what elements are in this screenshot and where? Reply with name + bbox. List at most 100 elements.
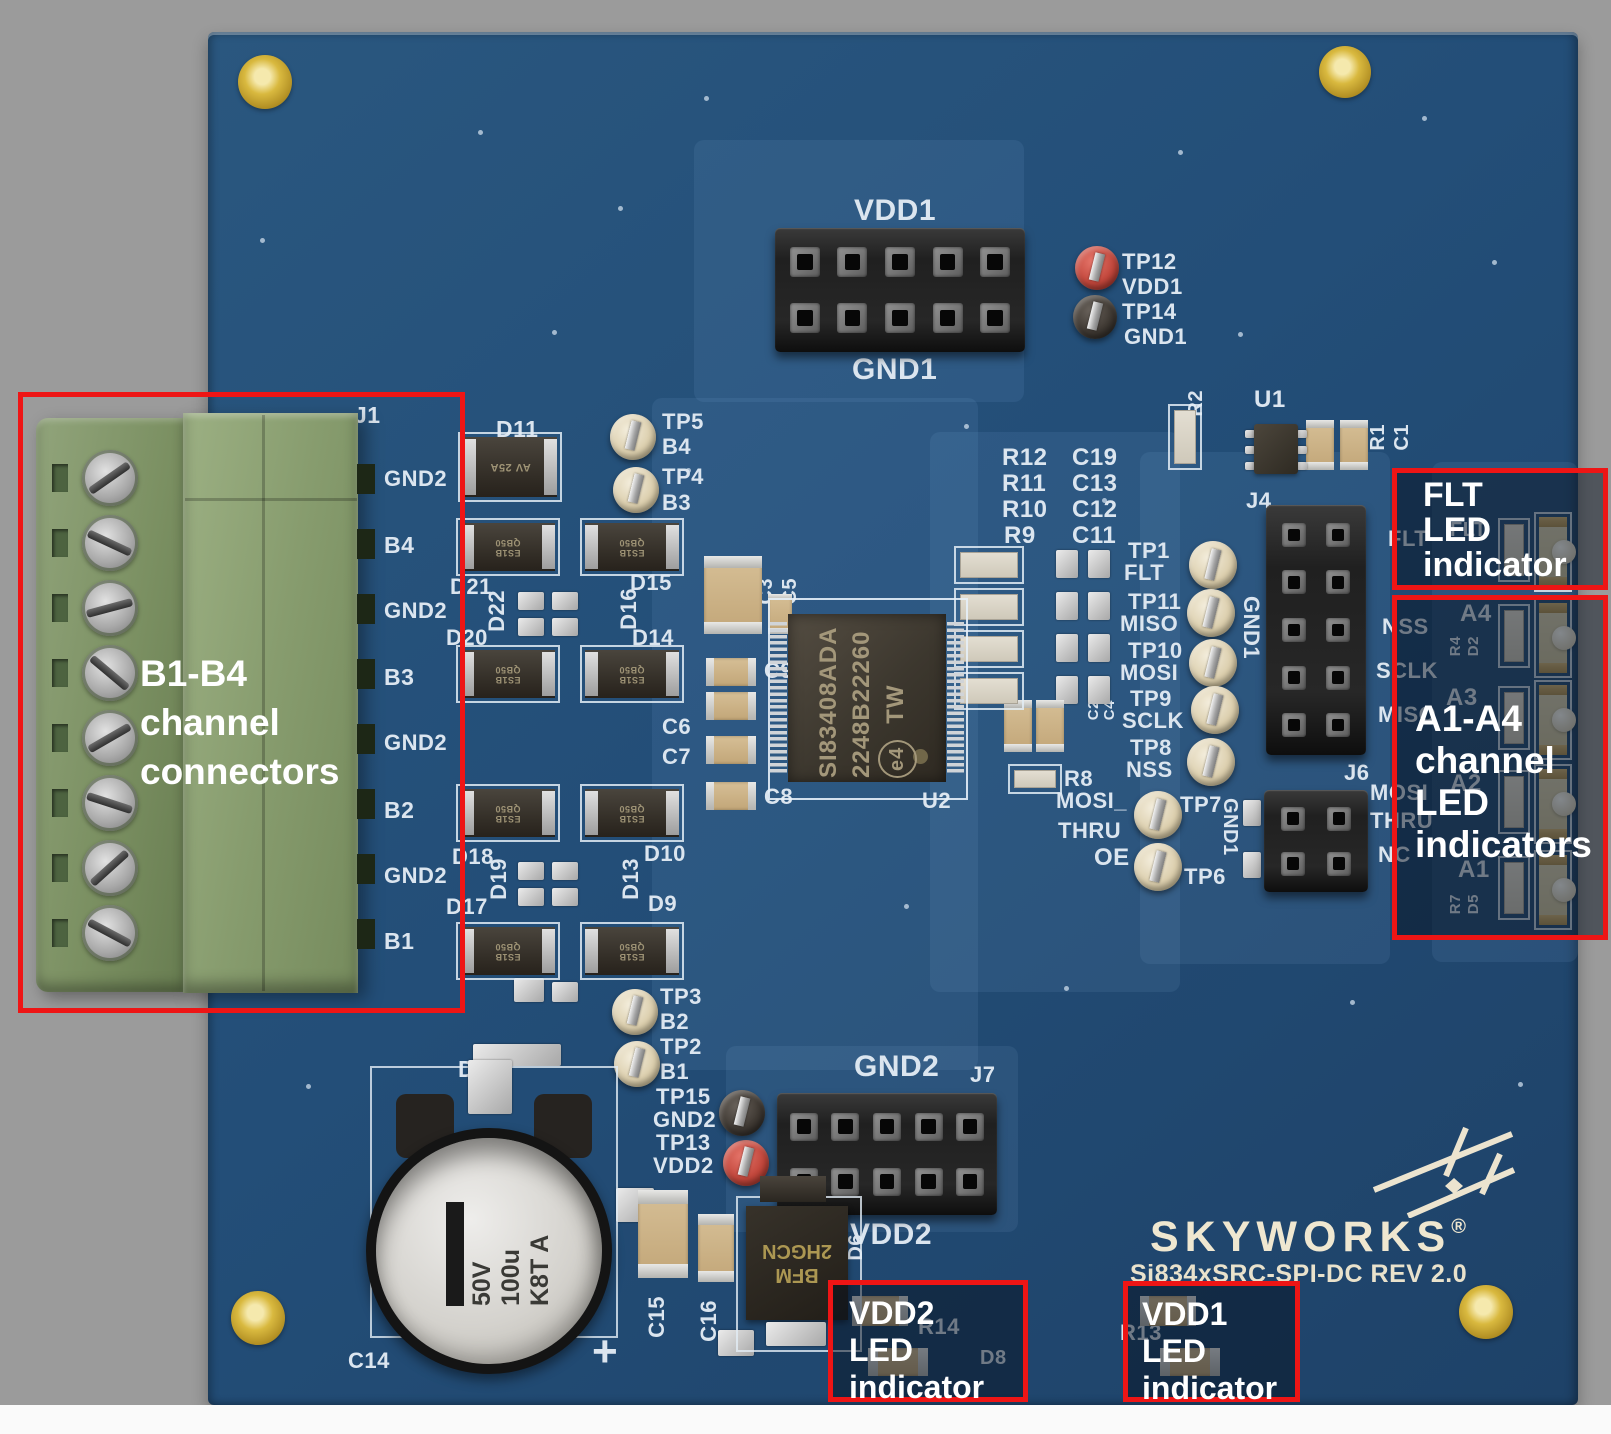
- silkscreen-label: B1: [660, 1059, 690, 1084]
- u1-lead: [1245, 446, 1255, 454]
- via: [1178, 150, 1183, 155]
- header-socket: [837, 247, 868, 277]
- resistor-body: [1174, 410, 1196, 464]
- silkscreen-label: R8: [1064, 766, 1094, 791]
- test-point-pin: [733, 1096, 751, 1128]
- header-socket: [1327, 851, 1351, 876]
- header-socket-opening: [838, 1119, 853, 1134]
- silkscreen-label: C11: [1072, 522, 1117, 549]
- header-socket-opening: [939, 310, 956, 326]
- silkscreen-label: D20: [446, 625, 488, 650]
- u1-ic-body: [1254, 424, 1298, 474]
- diode-marking: ES1B QB50: [619, 804, 645, 824]
- solder-pad: [1088, 634, 1110, 662]
- terminal-screw: [82, 840, 138, 896]
- diode-marking: ES1B QB50: [495, 942, 521, 962]
- c14-can-top: [376, 1138, 602, 1364]
- terminal-notch: [52, 659, 68, 687]
- diode-marking: AV 25A: [489, 461, 531, 474]
- resistor: [954, 546, 1024, 584]
- callout-text-vdd1-led-indicator: VDD1 LED indicator: [1142, 1296, 1278, 1406]
- test-point-pin: [1088, 252, 1106, 282]
- diode: ES1B QB50: [580, 645, 684, 703]
- terminal-block-seam: [185, 498, 357, 501]
- silkscreen-label: D19: [486, 858, 511, 900]
- test-point-pin: [737, 1146, 755, 1178]
- header-socket: [1326, 713, 1350, 738]
- solder-pad: [1243, 800, 1261, 826]
- terminal-screw: [82, 775, 138, 831]
- diode-terminal: [542, 525, 555, 569]
- solder-pad: [514, 978, 544, 1002]
- silkscreen-label: B4: [662, 434, 692, 459]
- diode-terminal: [666, 652, 679, 696]
- diode: ES1B QB50: [456, 645, 560, 703]
- capacitor: [706, 658, 756, 686]
- silkscreen-label: C8: [764, 784, 794, 809]
- capacitor: [706, 692, 756, 720]
- terminal-notch: [52, 594, 68, 622]
- capacitor: [638, 1190, 688, 1278]
- silkscreen-label: C1: [1391, 424, 1413, 451]
- header-socket: [956, 1112, 985, 1141]
- callout-vdd1-led-indicator: VDD1 LED indicator: [1123, 1281, 1300, 1406]
- silkscreen-label: U2: [922, 788, 952, 813]
- u1-lead: [1297, 430, 1307, 438]
- callout-vdd2-led-indicator: VDD2 LED indicator: [828, 1280, 1028, 1405]
- capacitor-terminal: [1036, 743, 1064, 752]
- diode-terminal: [542, 929, 555, 973]
- diode-marking: ES1B QB50: [619, 942, 645, 962]
- test-point-signal: [1134, 843, 1182, 891]
- test-point-pin: [626, 995, 644, 1027]
- silkscreen-label: D15: [630, 570, 672, 595]
- u2-ic-body: [788, 614, 946, 782]
- silkscreen-label: GND1: [852, 353, 938, 386]
- test-point-pin: [1206, 692, 1224, 726]
- silkscreen-label: TP8: [1130, 735, 1172, 760]
- silkscreen-label: C12: [1072, 496, 1118, 523]
- silkscreen-label: B3: [384, 664, 415, 690]
- u2-leads: [947, 622, 964, 774]
- diode-terminal: [666, 525, 679, 569]
- header-socket: [980, 247, 1011, 277]
- header-socket: [1281, 851, 1305, 876]
- resistor-body: [960, 594, 1018, 620]
- diode: ES1B QB50: [456, 784, 560, 842]
- c14-marking-line: K8T A: [526, 1234, 554, 1306]
- silkscreen-label: TP3: [660, 984, 702, 1009]
- diode-body: ES1B QB50: [585, 789, 679, 837]
- via: [478, 130, 483, 135]
- header-socket: [956, 1167, 985, 1196]
- header-socket: [831, 1112, 860, 1141]
- header-socket-opening: [939, 254, 956, 270]
- diode-terminal: [666, 791, 679, 835]
- terminal-block-flange: [36, 418, 186, 992]
- solder-pad: [1056, 676, 1078, 704]
- silkscreen-label: GND2: [384, 863, 448, 888]
- c14-marking-line: 100u: [497, 1249, 525, 1306]
- via: [704, 96, 709, 101]
- test-point-signal: [1187, 738, 1235, 786]
- silkscreen-label: C7: [662, 744, 692, 769]
- silkscreen-label: C19: [1072, 444, 1118, 471]
- diode-terminal: [585, 929, 598, 973]
- terminal-contact-slot: [357, 789, 375, 819]
- terminal-screw: [82, 580, 138, 636]
- header-socket-opening: [921, 1119, 936, 1134]
- solder-pad: [1243, 852, 1261, 878]
- terminal-contact-slot: [357, 594, 375, 624]
- diode-body: ES1B QB50: [585, 927, 679, 975]
- test-point-gnd: [1073, 295, 1117, 339]
- solder-pad: [1088, 550, 1110, 578]
- test-point-pin: [1086, 301, 1104, 331]
- solder-pad: [518, 888, 544, 906]
- silkscreen-label: B1: [384, 928, 415, 954]
- terminal-notch: [52, 724, 68, 752]
- silkscreen-label: B2: [660, 1009, 690, 1034]
- header-socket-opening: [1331, 576, 1345, 589]
- silkscreen-label: C14: [348, 1348, 390, 1373]
- silkscreen-label: GND2: [854, 1050, 940, 1083]
- silkscreen-label: TP2: [660, 1034, 702, 1059]
- terminal-screw: [82, 710, 138, 766]
